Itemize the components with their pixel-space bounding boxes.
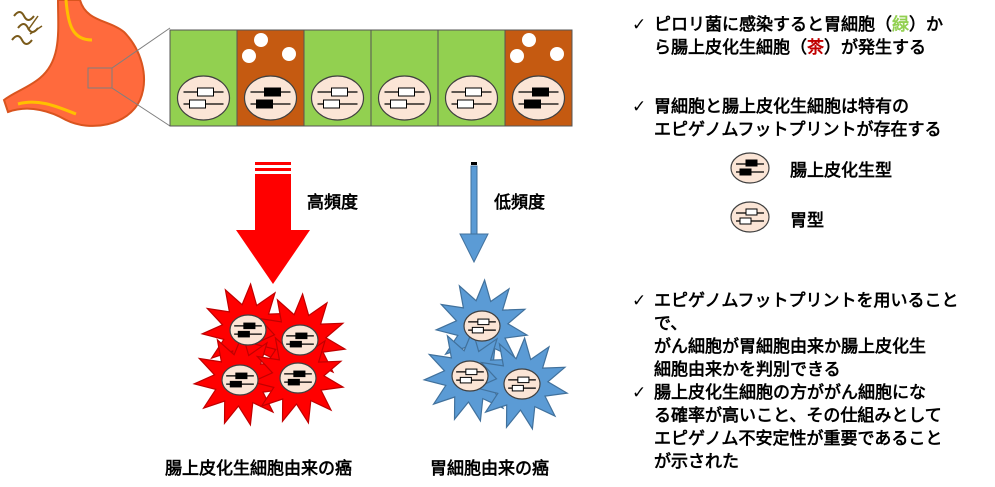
gastric-nucleus-icon [503,368,541,400]
low-frequency-label: 低頻度 [494,193,545,213]
intestinal-origin-tumor [192,282,347,427]
check-icon: ✓ [632,15,647,35]
gastric-nucleus-icon [444,75,499,121]
legend-intestinal-label: 腸上皮化生型 [790,161,892,181]
gastric-nucleus-icon [176,75,231,121]
gastric-nucleus-icon [377,75,432,121]
intestinal-nucleus-icon [229,314,267,346]
intestinal-nucleus-icon [243,75,298,121]
gastric-nucleus-icon [451,360,489,392]
summary-bullets: ✓ ピロリ菌に感染すると胃細胞（緑）か ら腸上皮化生細胞（茶）が発生する ✓ 胃… [632,15,959,472]
gastric-origin-tumor [422,278,569,431]
check-icon: ✓ [632,383,647,403]
brown-word: 茶 [807,38,824,58]
gastric-cancer-label: 胃細胞由来の癌 [430,459,549,479]
gastric-cell [303,29,372,127]
legend-gastric-label: 胃型 [790,211,824,231]
epithelial-cell-row [169,29,573,127]
green-word: 緑 [892,15,909,35]
gastric-nucleus-icon [310,75,365,121]
intestinal-cell [236,29,305,127]
high-frequency-label: 高頻度 [307,193,358,213]
high-frequency-arrow [236,162,310,284]
intestinal-cell [504,29,573,127]
diagram-canvas [2,0,573,431]
intestinal-nucleus-icon [281,324,319,356]
gastric-nucleus-icon [463,310,501,342]
intestinal-cancer-label: 腸上皮化生細胞由来の癌 [165,459,352,479]
stomach-illustration [2,0,171,127]
gastric-cell [437,29,506,127]
intestinal-nucleus-icon [511,75,566,121]
intestinal-nucleus-icon [221,364,259,396]
check-icon: ✓ [632,97,647,117]
gastric-cell [370,29,439,127]
check-icon: ✓ [632,291,647,311]
intestinal-nucleus-icon [279,362,317,394]
gastric-cell [169,29,238,127]
low-frequency-arrow [459,162,489,264]
h-pylori-bacteria-icon [11,11,43,45]
zoom-region-box [87,67,113,89]
